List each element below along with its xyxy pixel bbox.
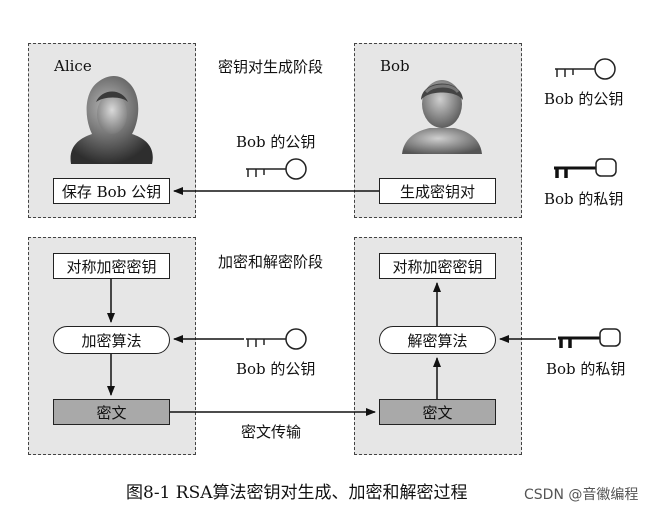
figure-caption: 图8-1 RSA算法密钥对生成、加密和解密过程: [126, 483, 468, 503]
decrypt-algorithm-box: 解密算法: [379, 326, 496, 354]
bob-ciphertext-box: 密文: [379, 399, 496, 425]
alice-name: Alice: [54, 57, 92, 75]
transfer-label: 密文传输: [241, 423, 302, 441]
bob-symmetric-key-box: 对称加密密钥: [379, 253, 496, 279]
private-key-icon: [554, 158, 617, 178]
flow-public-key-label-2: Bob 的公钥: [236, 360, 316, 378]
flow-public-key-label-1: Bob 的公钥: [236, 133, 316, 151]
generate-key-pair-box: 生成密钥对: [379, 178, 496, 204]
flow-private-key-label: Bob 的私钥: [546, 360, 626, 378]
flow-public-key-icon-1: [246, 158, 307, 180]
alice-avatar-icon: [70, 76, 153, 164]
legend-public-key-label: Bob 的公钥: [544, 90, 624, 108]
alice-symmetric-key-box: 对称加密密钥: [53, 253, 170, 279]
watermark: CSDN @音徽编程: [524, 487, 639, 503]
flow-public-key-icon-2: [246, 328, 307, 350]
store-bob-public-key-box: 保存 Bob 公钥: [53, 178, 170, 204]
bob-name: Bob: [380, 57, 410, 75]
alice-ciphertext-box: 密文: [53, 399, 170, 425]
flow-private-key-icon: [558, 328, 621, 348]
stage-encrypt-decrypt-label: 加密和解密阶段: [218, 253, 324, 271]
encrypt-algorithm-box: 加密算法: [53, 326, 170, 354]
stage-keygen-label: 密钥对生成阶段: [218, 58, 324, 76]
legend-private-key-label: Bob 的私钥: [544, 190, 624, 208]
bob-avatar-icon: [402, 80, 482, 154]
public-key-icon: [555, 58, 616, 80]
